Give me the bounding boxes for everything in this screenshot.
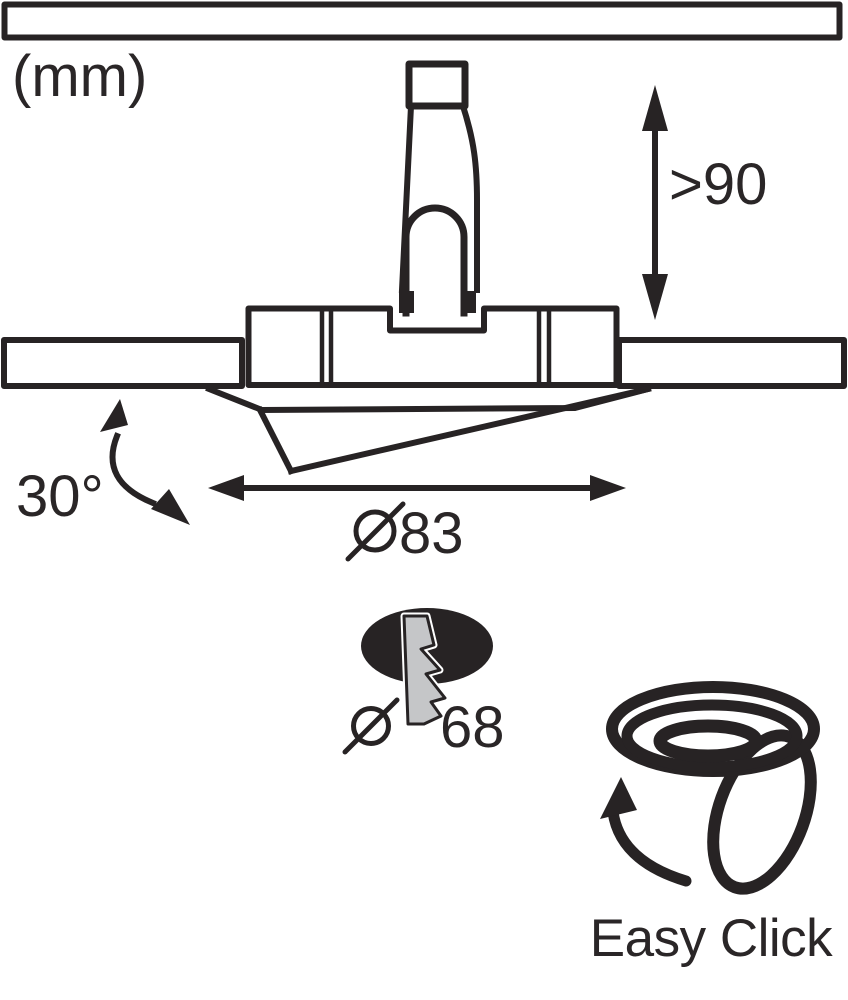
twist-arrow-arc <box>607 806 692 887</box>
mounting-ring <box>707 729 817 895</box>
diameter-icon <box>342 697 400 755</box>
bezel-front-face <box>287 385 652 475</box>
depth-arrow-head-down <box>642 274 668 320</box>
flange-arrow-head-right <box>590 475 626 501</box>
connector-side-right <box>459 102 480 293</box>
tilt-angle: 30° <box>16 399 190 529</box>
mains-connector <box>398 60 480 317</box>
cable-loop <box>402 204 468 317</box>
coil-inner-loop <box>653 719 763 763</box>
bezel-edge-left-outer <box>205 385 266 414</box>
diameter-icon <box>345 501 406 562</box>
recessed-housing-body <box>245 305 620 388</box>
top-ceiling-panel <box>1 1 843 41</box>
flange-diameter-dimension: 83 <box>208 475 626 566</box>
flange-diameter-label: 83 <box>399 501 464 566</box>
tilt-arrow-head-up <box>100 399 128 432</box>
tilted-bezel <box>205 385 652 476</box>
unit-label: (mm) <box>12 44 147 109</box>
depth-arrow-head-up <box>642 85 668 131</box>
ceiling-section-left <box>1 337 245 389</box>
twist-arrow-head <box>600 777 637 819</box>
cable-terminal-left <box>399 291 414 313</box>
flange-arrow-head-left <box>208 475 244 501</box>
connector-plug <box>405 60 469 110</box>
coil-middle-loop <box>621 699 803 773</box>
lightning-bolt-icon <box>402 614 447 726</box>
easy-click-icon <box>600 681 820 895</box>
cutout-diameter-label: 68 <box>440 695 505 760</box>
depth-dimension-label: >90 <box>669 152 767 217</box>
cutout-diameter-dimension: 68 <box>342 695 505 760</box>
cutout-hole-icon <box>361 608 493 728</box>
cable-terminal-right <box>461 291 476 313</box>
bezel-edge-left-inner <box>255 405 296 476</box>
easy-click-label: Easy Click <box>590 909 833 968</box>
ceiling-section-right <box>616 337 847 389</box>
tilt-arrow-head-down <box>151 489 190 525</box>
tilt-arrow-arc <box>109 432 157 507</box>
depth-dimension: >90 <box>642 85 767 320</box>
tilt-angle-label: 30° <box>16 464 104 529</box>
